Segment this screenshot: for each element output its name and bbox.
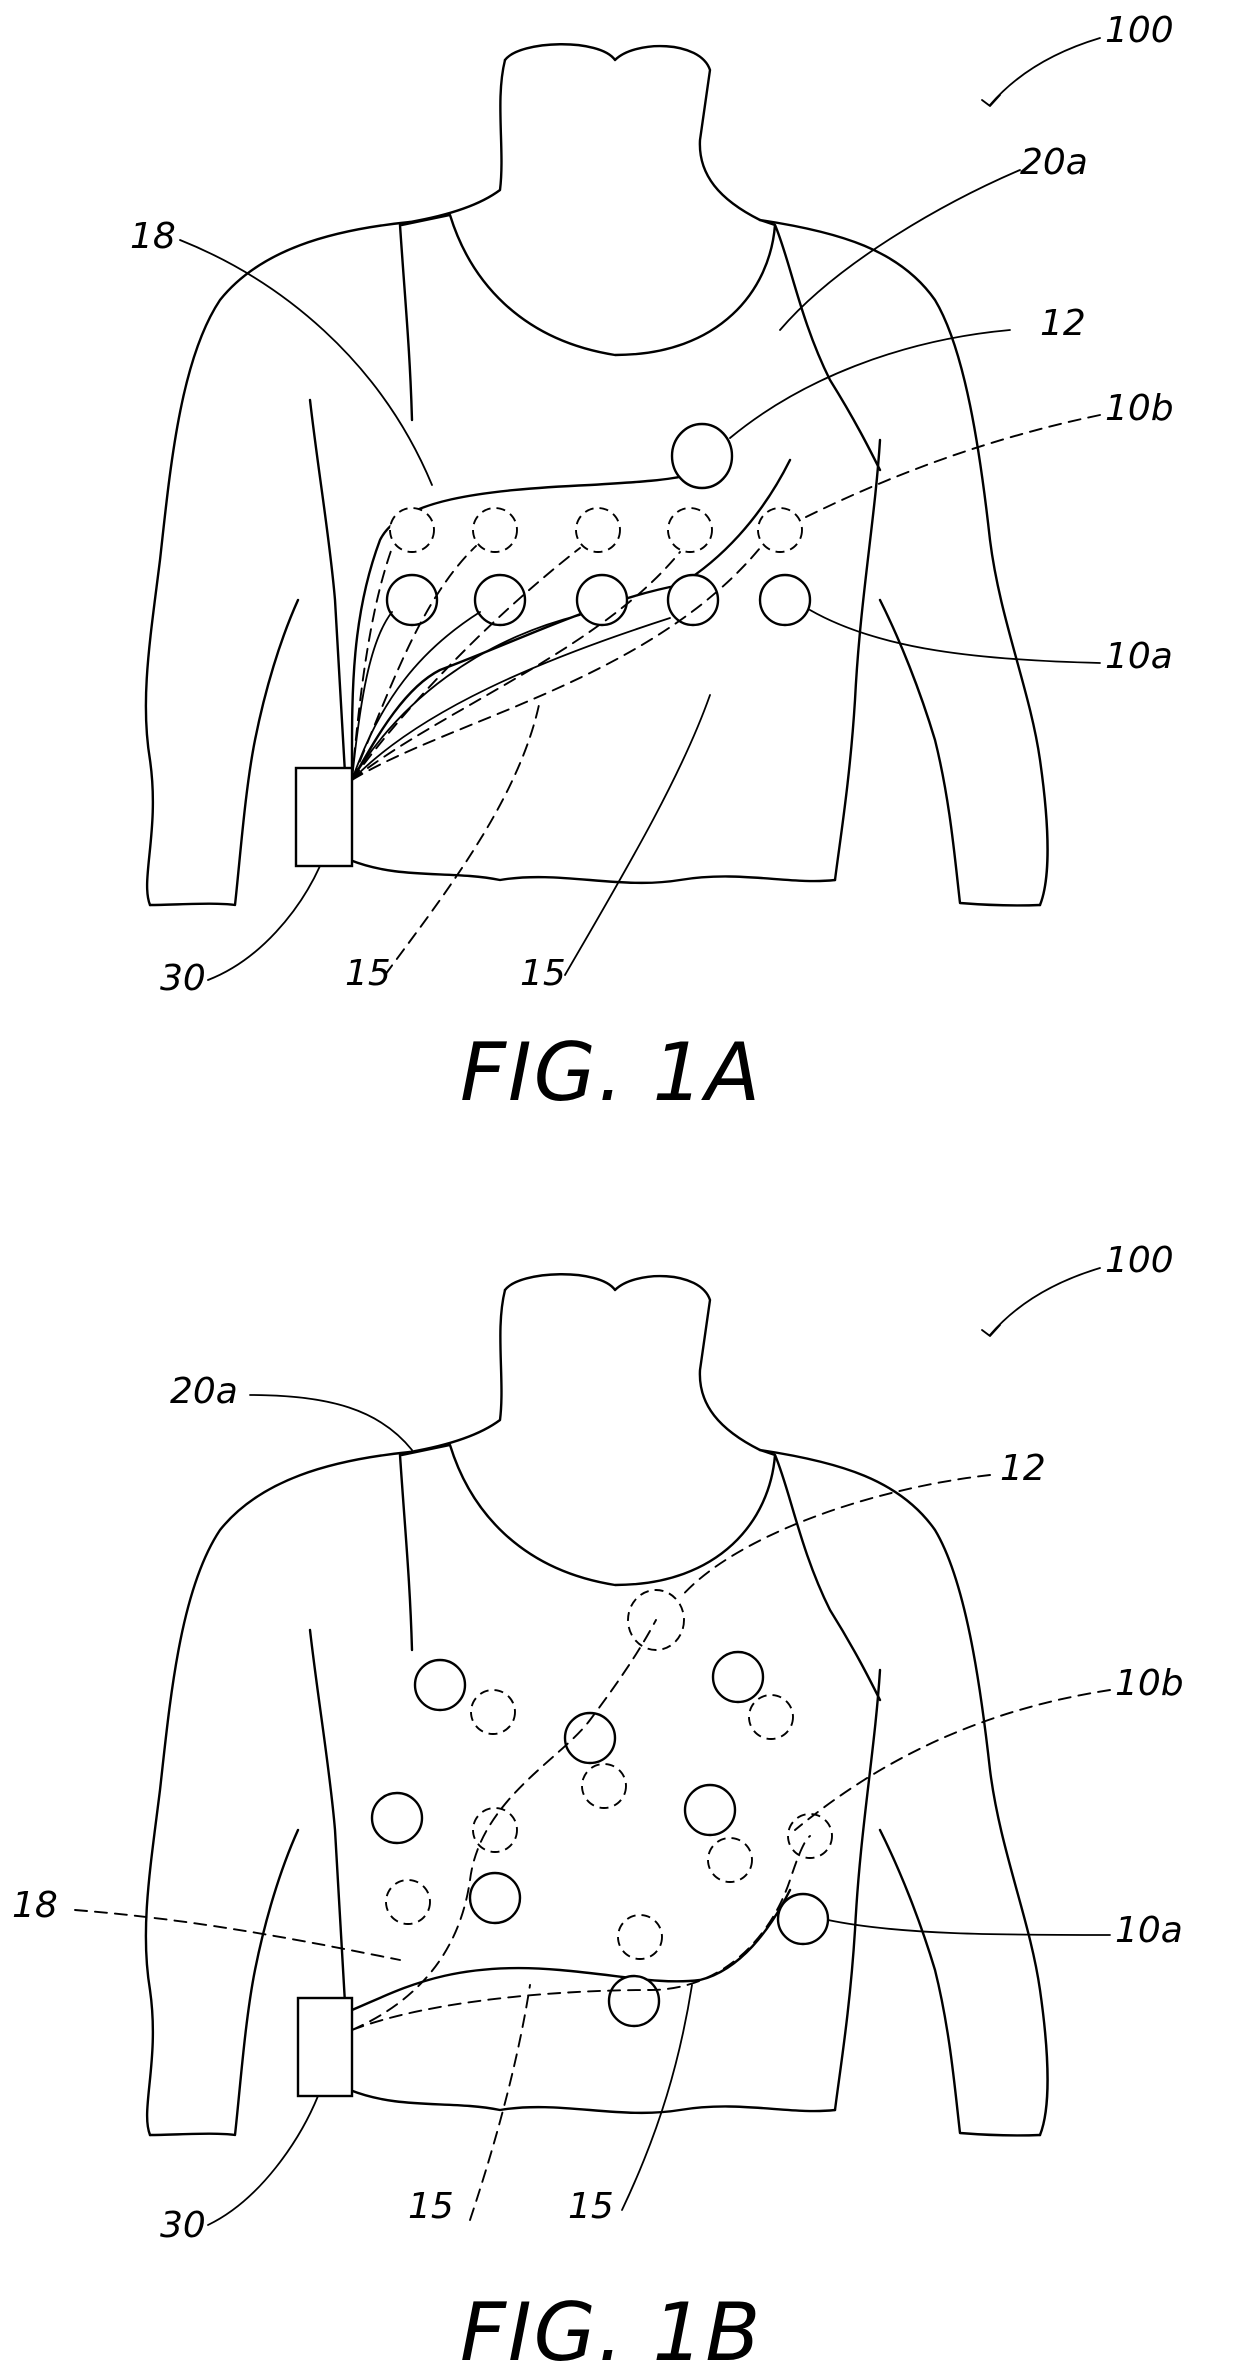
shirt-right-strap bbox=[775, 225, 880, 470]
label-18: 18 bbox=[130, 216, 176, 257]
electrode-10b bbox=[758, 508, 802, 552]
leader-12 bbox=[730, 330, 1010, 438]
label-15-solid: 15 bbox=[568, 2186, 614, 2227]
electrode-10b bbox=[473, 508, 517, 552]
electrode-10a bbox=[685, 1785, 735, 1835]
label-15-solid: 15 bbox=[520, 953, 566, 994]
leader-100 bbox=[990, 38, 1100, 105]
leader-30 bbox=[208, 866, 320, 980]
leader-100 bbox=[990, 1268, 1100, 1335]
electrodes-10b bbox=[386, 1590, 832, 1959]
leader-10b bbox=[795, 1690, 1110, 1830]
electrode-10a bbox=[778, 1894, 828, 1944]
electrode-10a bbox=[713, 1652, 763, 1702]
shirt-neckline bbox=[400, 215, 775, 420]
right-arm-inner bbox=[880, 600, 1040, 905]
electrode-12 bbox=[672, 424, 732, 488]
electrode-10b bbox=[668, 508, 712, 552]
leader-10a bbox=[828, 1920, 1110, 1935]
electrode-10a bbox=[415, 1660, 465, 1710]
shirt-right-side bbox=[835, 1670, 880, 2110]
figure-caption: FIG. 1A bbox=[460, 1026, 762, 1119]
electrode-10b bbox=[390, 508, 434, 552]
label-10b: 10b bbox=[1115, 1663, 1184, 1704]
left-arm-inner bbox=[150, 1830, 298, 2135]
electrode-10b bbox=[473, 1808, 517, 1852]
shirt-hem bbox=[350, 860, 835, 883]
label-10a: 10a bbox=[1115, 1910, 1183, 1951]
neck-outline bbox=[505, 44, 760, 220]
label-15-dashed: 15 bbox=[345, 953, 391, 994]
right-arm-outer bbox=[760, 1450, 1048, 2135]
left-arm-outer bbox=[146, 1452, 410, 2135]
label-12: 12 bbox=[1040, 303, 1086, 344]
shirt-right-strap bbox=[775, 1455, 880, 1700]
label-100: 100 bbox=[1105, 1240, 1174, 1281]
leader-10a bbox=[810, 610, 1100, 663]
left-arm-inner bbox=[150, 600, 298, 905]
electrode-10a bbox=[372, 1793, 422, 1843]
label-10a: 10a bbox=[1105, 636, 1173, 677]
torso-outline bbox=[146, 44, 1048, 905]
label-18: 18 bbox=[12, 1885, 58, 1926]
leader-20a bbox=[780, 170, 1020, 330]
electrodes-10a bbox=[387, 575, 810, 625]
neck-left bbox=[410, 60, 505, 222]
electrode-10b bbox=[576, 508, 620, 552]
label-100: 100 bbox=[1105, 10, 1174, 51]
electrode-10b bbox=[582, 1764, 626, 1808]
electrode-10b bbox=[749, 1695, 793, 1739]
shirt-hem bbox=[350, 2090, 835, 2113]
label-10b: 10b bbox=[1105, 388, 1174, 429]
module-30 bbox=[298, 1998, 352, 2096]
right-arm-inner bbox=[880, 1830, 1040, 2135]
left-arm-outer bbox=[146, 222, 410, 905]
leader-18 bbox=[75, 1910, 400, 1960]
label-12: 12 bbox=[1000, 1448, 1046, 1489]
module-30 bbox=[296, 768, 352, 866]
label-30: 30 bbox=[160, 958, 206, 999]
electrode-10b bbox=[708, 1838, 752, 1882]
leader-20a bbox=[250, 1395, 412, 1450]
electrode-10a bbox=[470, 1873, 520, 1923]
label-20a: 20a bbox=[1020, 142, 1088, 183]
leader-12 bbox=[680, 1475, 990, 1598]
neck-outline bbox=[505, 1274, 760, 1450]
electrode-10a bbox=[760, 575, 810, 625]
electrode-10a bbox=[668, 575, 718, 625]
arrowhead-100 bbox=[982, 95, 1000, 106]
label-30: 30 bbox=[160, 2205, 206, 2246]
leader-10b bbox=[800, 415, 1100, 520]
neck-left bbox=[410, 1290, 505, 1452]
leader-15-solid bbox=[565, 695, 710, 975]
shirt-neckline bbox=[400, 1445, 775, 1650]
figure-1b: 100 20a 12 10b 18 10a 30 15 15 FIG. 1B bbox=[12, 1240, 1184, 2378]
shirt-right-side bbox=[835, 440, 880, 880]
electrode-10b bbox=[618, 1915, 662, 1959]
figure-caption: FIG. 1B bbox=[460, 2286, 762, 2378]
electrodes-10b bbox=[390, 508, 802, 552]
figure-1a: 100 20a 18 12 10b 10a 30 15 15 FIG. 1A bbox=[130, 10, 1174, 1119]
electrode-10b bbox=[386, 1880, 430, 1924]
right-arm-outer bbox=[760, 220, 1048, 905]
electrode-10a bbox=[577, 575, 627, 625]
arrowhead-100 bbox=[982, 1325, 1000, 1336]
label-20a: 20a bbox=[170, 1371, 238, 1412]
label-15-dashed: 15 bbox=[408, 2186, 454, 2227]
electrode-10b bbox=[471, 1690, 515, 1734]
leader-18 bbox=[180, 240, 432, 485]
leader-15-dashed bbox=[470, 1985, 530, 2220]
leader-30 bbox=[208, 2096, 318, 2225]
torso-outline bbox=[146, 1274, 1048, 2135]
electrode-10a bbox=[387, 575, 437, 625]
electrode-10a bbox=[609, 1976, 659, 2026]
